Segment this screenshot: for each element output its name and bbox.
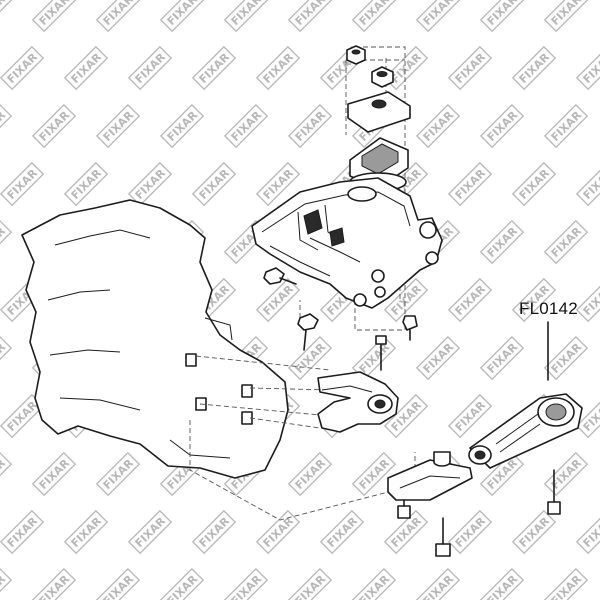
engine-block <box>21 199 289 479</box>
upper-plate <box>347 91 411 133</box>
lower-arm-bracket <box>317 371 399 433</box>
small-lower-bracket <box>387 451 473 501</box>
bolts <box>263 267 561 557</box>
torque-rod-part <box>468 393 583 469</box>
main-bracket <box>251 177 443 309</box>
part-number-label: FL0142 <box>519 299 578 318</box>
top-nut <box>346 45 394 88</box>
